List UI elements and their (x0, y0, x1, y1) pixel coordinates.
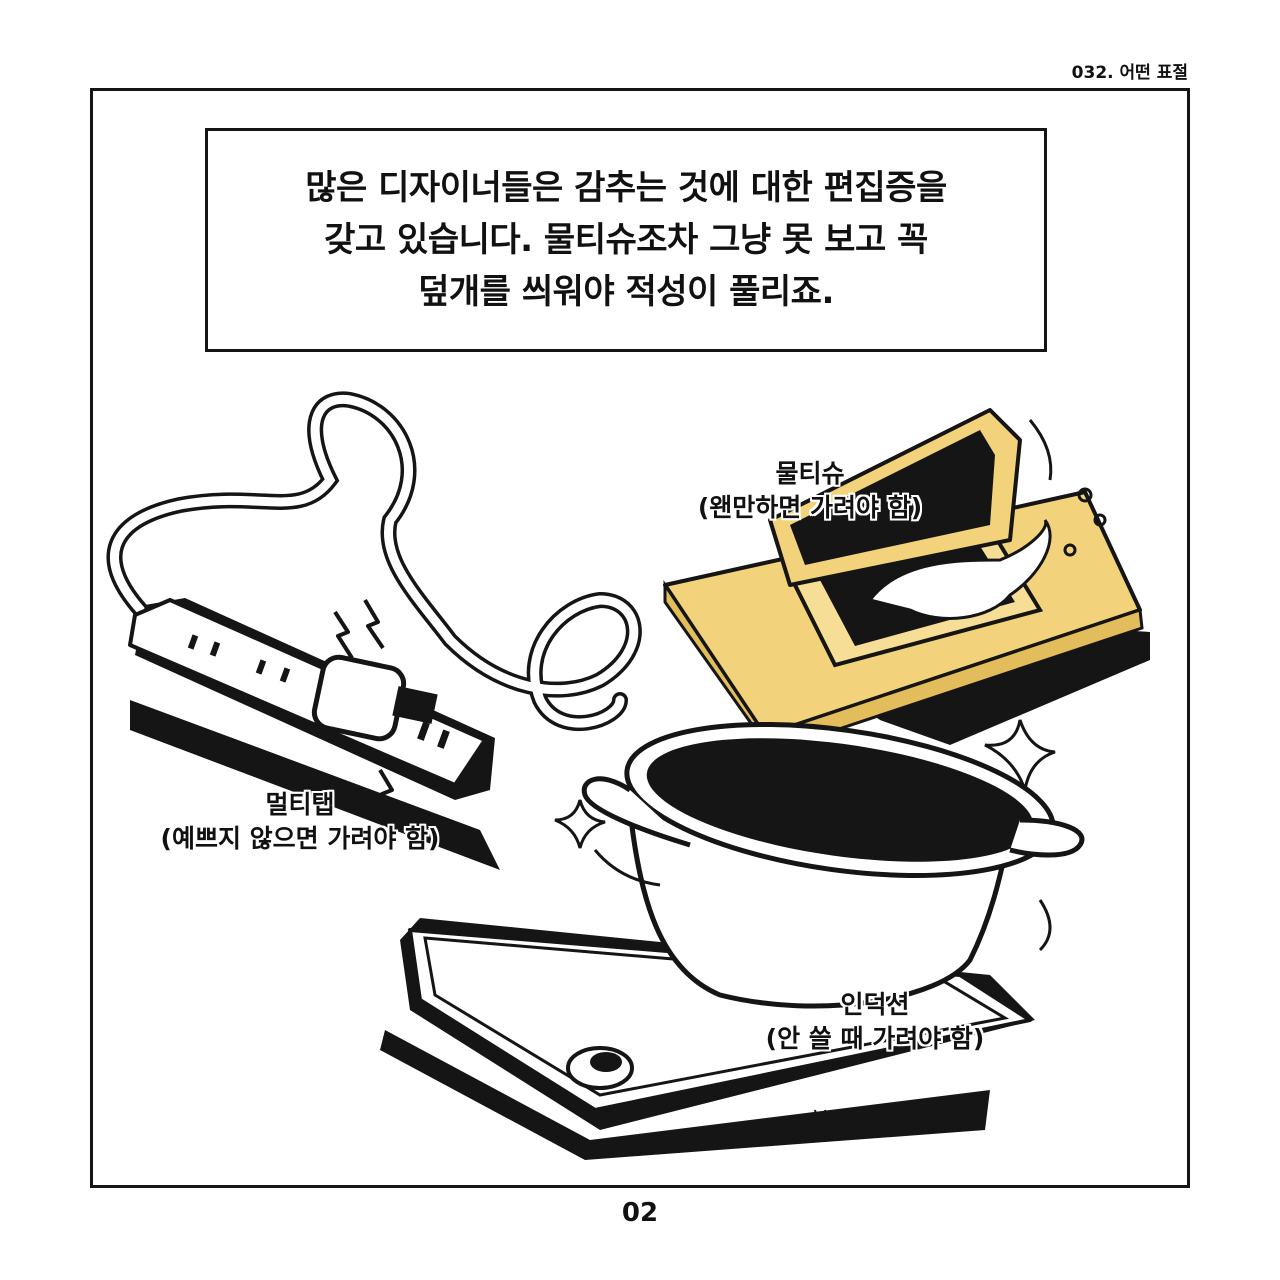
episode-title: 032. 어떤 표절 (1071, 63, 1188, 83)
label-induction-title: 인덕션 (840, 990, 910, 1019)
label-power-strip: 멀티탭 (예쁘지 않으면 가려야 함) (125, 788, 475, 856)
label-power-strip-title: 멀티탭 (265, 790, 335, 819)
label-wet-wipes-title: 물티슈 (775, 459, 845, 488)
label-induction: 인덕션 (안 쓸 때 가려야 함) (725, 988, 1025, 1056)
comic-panel-frame (90, 88, 1190, 1188)
caption-box: 많은 디자이너들은 감추는 것에 대한 편집증을 갖고 있습니다. 물티슈조차 … (205, 128, 1047, 352)
caption-line: 덮개를 씌워야 적성이 풀리죠. (418, 272, 834, 312)
label-wet-wipes-note: (왠만하면 가려야 함) (697, 493, 923, 522)
caption-line: 갖고 있습니다. 물티슈조차 그냥 못 보고 꼭 (324, 220, 928, 260)
power-strip-illustration (106, 391, 642, 870)
label-induction-note: (안 쓸 때 가려야 함) (765, 1024, 985, 1053)
wet-wipes-illustration (663, 408, 1150, 754)
induction-cooktop-illustration (380, 719, 1085, 1160)
page-number: 02 (621, 1198, 659, 1228)
label-wet-wipes: 물티슈 (왠만하면 가려야 함) (660, 457, 960, 525)
label-power-strip-note: (예쁘지 않으면 가려야 함) (160, 824, 440, 853)
caption-line: 많은 디자이너들은 감추는 것에 대한 편집증을 (305, 168, 947, 208)
